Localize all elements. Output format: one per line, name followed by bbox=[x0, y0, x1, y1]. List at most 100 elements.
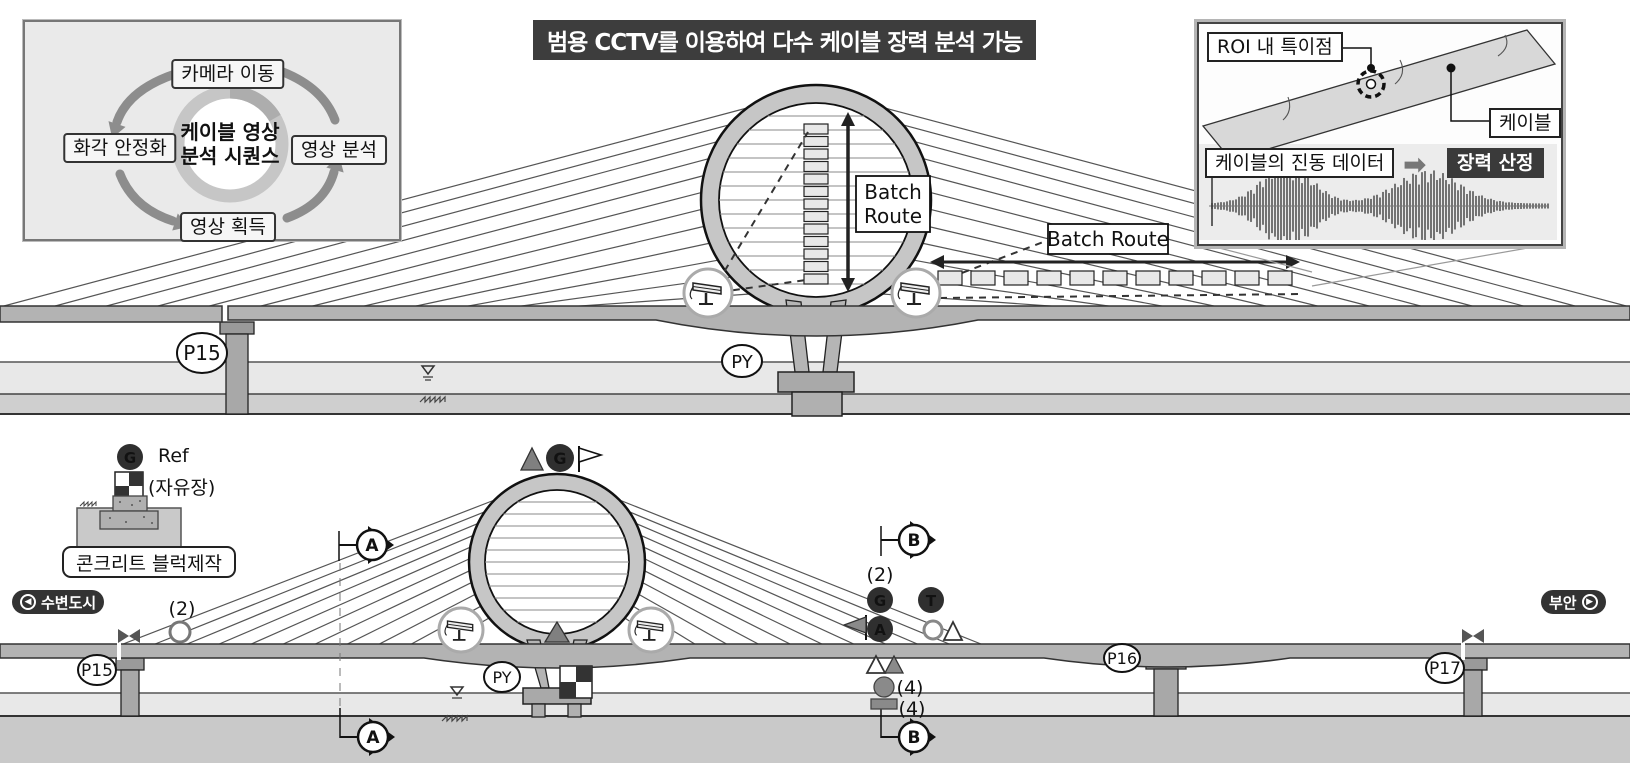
svg-text:B: B bbox=[908, 531, 921, 551]
batch-roi-box bbox=[803, 223, 829, 235]
batch-roi-box bbox=[1036, 270, 1062, 286]
ground-hatch-icon bbox=[441, 714, 468, 723]
svg-text:(2): (2) bbox=[169, 598, 196, 620]
cable-line bbox=[644, 570, 795, 647]
svg-text:G: G bbox=[874, 592, 886, 610]
batch-roi-row bbox=[937, 270, 1293, 286]
batch-route-vertical-label: Batch Route bbox=[855, 175, 931, 233]
roi-leader-line bbox=[1329, 47, 1372, 68]
cable-line bbox=[214, 534, 474, 647]
legend-ref: G Ref (자유장) bbox=[114, 444, 215, 501]
cable-line bbox=[411, 242, 710, 308]
batch-roi-box bbox=[803, 135, 829, 148]
analysis-cycle-panel: 케이블 영상 분석 시퀀스 카메라 이동 화각 안정화 영상 분석 영상 획득 bbox=[23, 20, 401, 242]
cable-line bbox=[102, 141, 717, 308]
roi-inset-panel: ROI 내 특이점 케이블 케이블의 진동 데이터 ➡ 장력 산정 bbox=[1197, 22, 1563, 248]
vibration-data-label: 케이블의 진동 데이터 bbox=[1205, 148, 1395, 178]
batch-roi-box bbox=[803, 235, 829, 248]
pylon-label-py-top: PY bbox=[721, 344, 763, 378]
expansion-gap bbox=[117, 642, 121, 660]
svg-text:Route: Route bbox=[864, 204, 922, 228]
svg-text:T: T bbox=[926, 592, 937, 610]
batch-roi-box bbox=[1003, 270, 1029, 286]
roi-point-label: ROI 내 특이점 bbox=[1207, 32, 1343, 62]
pier-p15-bottom bbox=[115, 657, 145, 717]
cable-line bbox=[278, 558, 470, 647]
svg-text:PY: PY bbox=[731, 352, 753, 373]
deck-top bbox=[0, 305, 1630, 337]
top-bridge-panel: Batch Route bbox=[0, 83, 1630, 417]
batch-roi-box bbox=[803, 173, 829, 185]
water-level-icon bbox=[420, 365, 436, 376]
pier-label-p15-top: P15 bbox=[176, 332, 228, 374]
ring-cable-lines-bottom bbox=[485, 501, 629, 623]
cable-line bbox=[257, 191, 702, 308]
batch-roi-box bbox=[803, 185, 829, 198]
triangle-marker-icon bbox=[543, 620, 571, 643]
batch-roi-box bbox=[803, 260, 829, 273]
pier-p15-top bbox=[219, 321, 255, 415]
batch-roi-box bbox=[1267, 270, 1293, 286]
triangle-filled-icon bbox=[883, 654, 905, 674]
cable-line bbox=[246, 546, 471, 647]
batch-roi-box bbox=[970, 270, 996, 286]
cable-line bbox=[629, 511, 955, 647]
expansion-joint-icon bbox=[118, 629, 140, 643]
roi-target-icon bbox=[1356, 69, 1386, 99]
svg-text:A: A bbox=[366, 728, 380, 748]
checker-target-icon bbox=[114, 471, 144, 501]
cable-leader-line bbox=[1450, 68, 1489, 122]
cable-line bbox=[642, 582, 763, 647]
batch-roi-box bbox=[803, 198, 829, 210]
section-marker-a-bottom: A bbox=[339, 708, 395, 756]
pier-label-p16-bottom: P16 bbox=[1103, 643, 1141, 673]
camera-right-top bbox=[890, 267, 942, 319]
cable-line bbox=[930, 208, 1322, 308]
svg-text:P17: P17 bbox=[1429, 659, 1461, 679]
cable-line bbox=[640, 534, 891, 647]
cable-label: 케이블 bbox=[1489, 108, 1562, 138]
cable-line bbox=[928, 175, 1425, 308]
cycle-step-stabilization: 화각 안정화 bbox=[63, 133, 177, 163]
cycle-step-analysis: 영상 분석 bbox=[291, 135, 387, 165]
arrow-right-icon: ▶ bbox=[1581, 594, 1598, 610]
direction-badge-left: ◀ 수변도시 bbox=[12, 590, 105, 614]
svg-text:Batch: Batch bbox=[864, 180, 922, 204]
svg-text:(2): (2) bbox=[867, 564, 894, 586]
batch-roi-box bbox=[803, 210, 829, 223]
cable-line bbox=[619, 499, 987, 647]
cable-line bbox=[643, 546, 859, 647]
badge-right-label: 부안 bbox=[1549, 593, 1577, 612]
batch-roi-box bbox=[803, 148, 829, 160]
cable-line bbox=[310, 570, 470, 647]
batch-roi-box bbox=[1135, 270, 1161, 286]
bottom-bridge-panel: G bbox=[0, 444, 1630, 763]
batch-roi-box bbox=[1168, 270, 1194, 286]
pier-label-p15-bottom: P15 bbox=[77, 654, 117, 686]
camera-right-bottom bbox=[627, 606, 675, 654]
svg-text:G: G bbox=[124, 449, 136, 467]
flow-arrow-icon: ➡ bbox=[1403, 148, 1427, 181]
cable-line bbox=[343, 582, 472, 647]
water-level-icon bbox=[449, 686, 465, 697]
stay-cables-top bbox=[0, 107, 1630, 308]
badge-left-label: 수변도시 bbox=[41, 593, 97, 612]
concrete-block-label: 콘크리트 블럭제작 bbox=[62, 546, 236, 578]
batch-vertical-arrow bbox=[841, 112, 855, 292]
triangle-outline-icon bbox=[865, 654, 887, 674]
tension-estimation-label: 장력 산정 bbox=[1447, 148, 1544, 178]
checker-target-icon bbox=[559, 665, 593, 699]
legend-concrete-block bbox=[76, 495, 182, 553]
pylon-label-py-bottom: PY bbox=[483, 661, 521, 693]
vibration-waveform bbox=[1211, 164, 1549, 248]
batch-roi-stack bbox=[803, 123, 829, 285]
sensor-cluster-below-deck: (4) (4) bbox=[865, 654, 925, 720]
deck-bottom bbox=[0, 643, 1630, 669]
direction-badge-right: 부안 ▶ bbox=[1541, 590, 1606, 614]
cycle-step-camera-move: 카메라 이동 bbox=[171, 59, 285, 89]
section-marker-b-top: B bbox=[880, 521, 936, 559]
batch-roi-box bbox=[1234, 270, 1260, 286]
batch-route-horizontal-arrow bbox=[930, 255, 1300, 269]
svg-text:G: G bbox=[553, 449, 566, 468]
